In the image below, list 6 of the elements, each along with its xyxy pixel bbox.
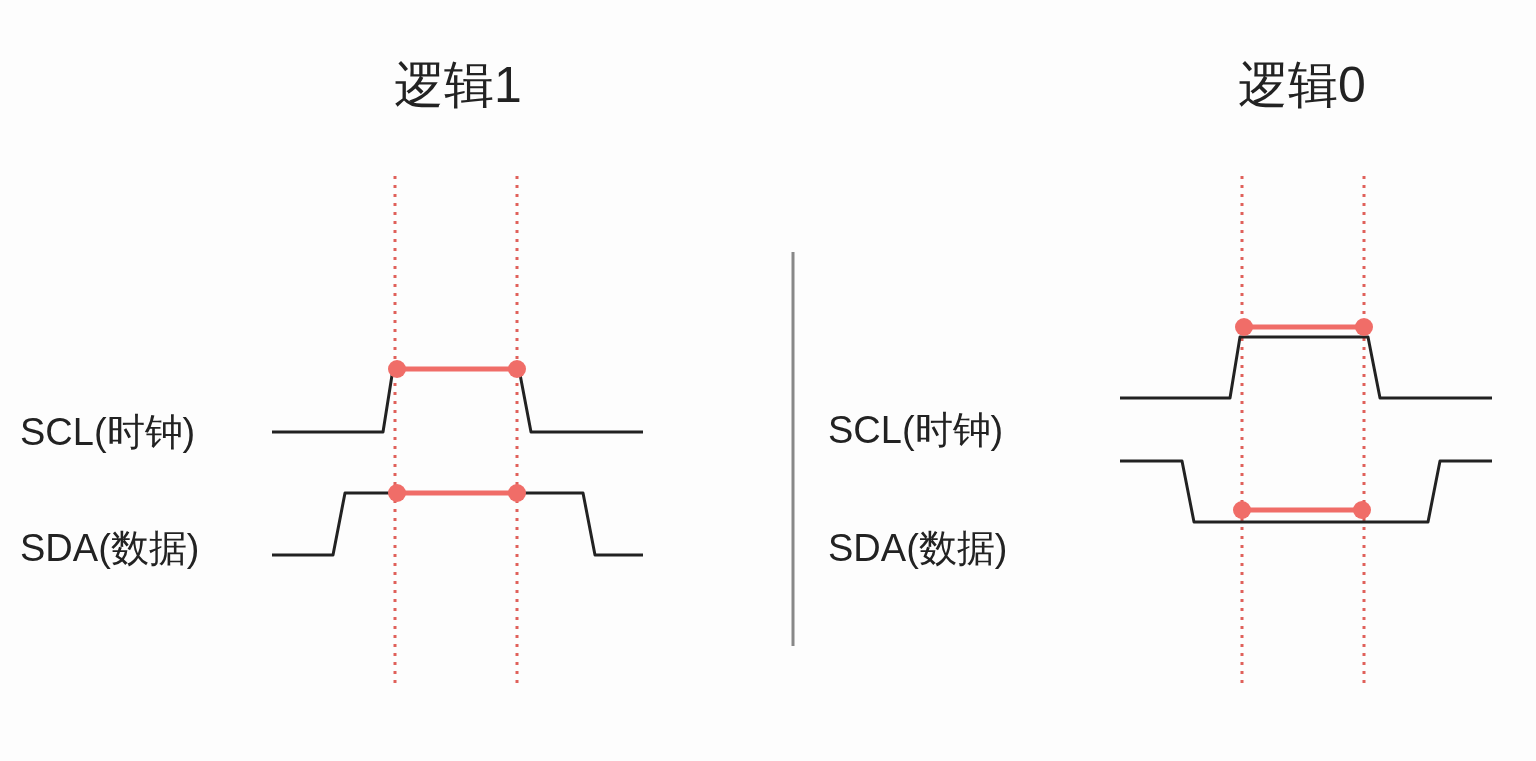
signal-label: SCL(时钟)	[828, 410, 1004, 452]
signal-label: SDA(数据)	[828, 528, 1008, 570]
heading: 逻辑1	[394, 58, 522, 113]
signal-label: SDA(数据)	[20, 528, 200, 570]
signal-label: SCL(时钟)	[20, 412, 196, 454]
heading: 逻辑0	[1238, 58, 1366, 113]
